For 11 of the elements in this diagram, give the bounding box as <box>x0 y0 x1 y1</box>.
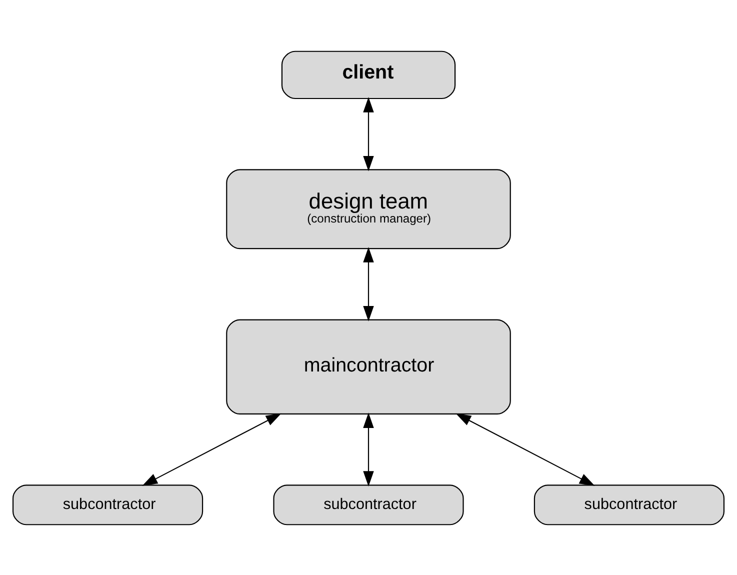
node-box: subcontractor <box>534 484 725 525</box>
node-box: subcontractor <box>12 484 204 525</box>
node-box: subcontractor <box>273 484 464 525</box>
arrow <box>363 246 374 321</box>
node-box: maincontractor <box>226 318 511 414</box>
arrow <box>142 412 282 486</box>
node-box: client <box>281 50 456 99</box>
arrow <box>363 96 374 171</box>
arrow <box>456 412 595 486</box>
arrow <box>363 412 374 486</box>
node-box: design team (construction manager) <box>226 168 511 249</box>
